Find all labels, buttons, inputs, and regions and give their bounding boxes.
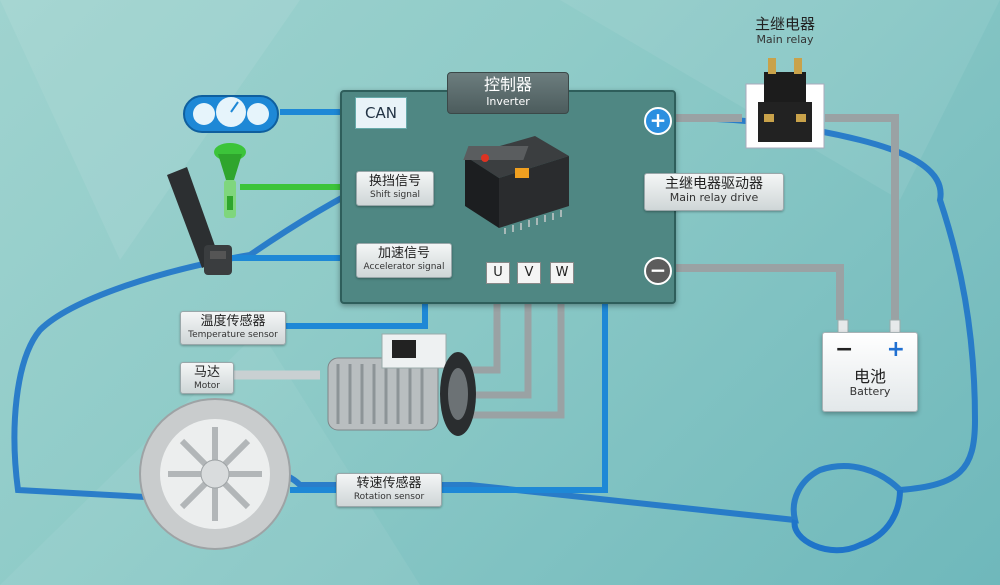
motor-device-icon <box>327 333 476 436</box>
inverter-title-en: Inverter <box>486 95 530 108</box>
main-relay-drive-label: 主继电器驱动器 Main relay drive <box>644 173 784 211</box>
battery-posts <box>837 319 901 334</box>
rotation-sensor-en: Rotation sensor <box>353 492 425 502</box>
phase-u-label: U <box>486 262 510 284</box>
main-relay-drive-cn: 主继电器驱动器 <box>665 176 763 192</box>
temperature-sensor-label: 温度传感器 Temperature sensor <box>180 311 286 345</box>
main-relay-drive-en: Main relay drive <box>669 191 759 204</box>
inverter-title-cn: 控制器 <box>483 75 532 94</box>
battery-minus-icon: − <box>835 337 854 362</box>
phase-v-label: V <box>517 262 541 284</box>
motor-label: 马达 Motor <box>180 362 234 394</box>
rotation-sensor-label: 转速传感器 Rotation sensor <box>336 473 442 507</box>
accelerator-signal-label: 加速信号 Accelerator signal <box>356 243 452 278</box>
battery-cn: 电池 <box>853 367 886 386</box>
shift-signal-cn: 换挡信号 <box>368 174 421 189</box>
can-label: CAN <box>355 97 407 129</box>
motor-cn: 马达 <box>193 365 220 380</box>
shift-signal-label: 换挡信号 Shift signal <box>356 171 434 206</box>
main-relay-title: 主继电器 Main relay <box>730 15 840 47</box>
wheel-icon <box>139 398 291 550</box>
rotation-sensor-cn: 转速传感器 <box>356 476 422 491</box>
accelerator-signal-en: Accelerator signal <box>363 262 445 272</box>
battery-en: Battery <box>849 385 891 398</box>
inverter-title: 控制器 Inverter <box>447 72 569 114</box>
phase-w-label: W <box>550 262 574 284</box>
plus-terminal: + <box>644 107 672 135</box>
shift-signal-en: Shift signal <box>370 190 420 200</box>
battery-plus-icon: + <box>886 337 905 362</box>
inverter-device-icon <box>463 136 569 234</box>
main-relay-icon <box>745 58 825 149</box>
main-relay-en: Main relay <box>756 33 814 46</box>
motor-en: Motor <box>193 381 220 391</box>
accelerator-signal-cn: 加速信号 <box>377 246 430 261</box>
car-outline <box>11 114 979 524</box>
shift-lever-icon <box>214 143 246 218</box>
temperature-sensor-en: Temperature sensor <box>188 330 278 340</box>
accelerator-pedal-icon <box>167 167 232 275</box>
main-relay-cn: 主继电器 <box>754 15 815 33</box>
dashboard-icon <box>183 95 279 133</box>
temperature-sensor-cn: 温度传感器 <box>200 314 266 329</box>
minus-terminal: − <box>644 257 672 285</box>
battery: − + 电池 Battery <box>822 332 918 412</box>
